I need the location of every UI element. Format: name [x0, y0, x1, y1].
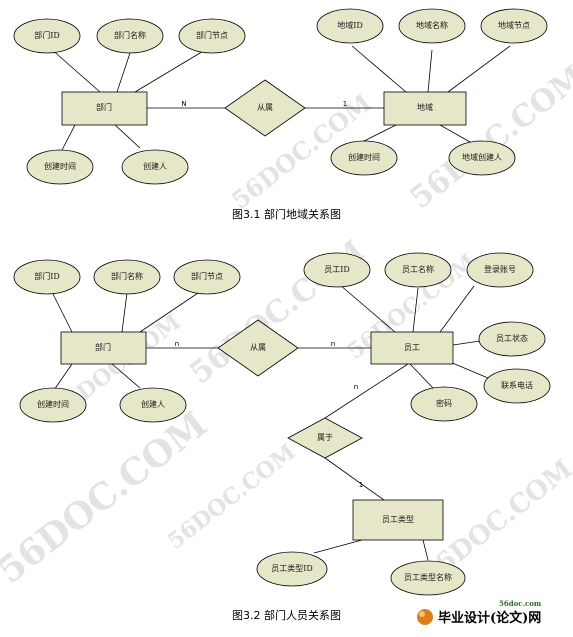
caption-figure-3-2: 图3.2 部门人员关系图	[232, 608, 341, 622]
relationship-belongs	[224, 79, 306, 137]
entity-label: 员工类型	[382, 514, 414, 524]
relationship-label: 从属	[257, 103, 273, 112]
attribute-dept-name	[93, 259, 161, 295]
attribute-label: 地域ID	[337, 20, 363, 30]
attribute-label: 部门节点	[196, 30, 228, 40]
attribute-phone	[483, 368, 551, 404]
diagram-1-labels: 部门ID 部门名称 部门节点 创建时间 创建人 部门 从属 地域 地域ID 地域…	[34, 20, 530, 171]
diagram-2-shapes	[13, 252, 551, 596]
attribute-emp-id	[303, 252, 371, 288]
entity-label: 地域	[417, 102, 433, 112]
entity-label: 部门	[96, 102, 112, 112]
attribute-label: 员工类型ID	[271, 563, 313, 573]
diagram-2-labels: 部门ID 部门名称 部门节点 创建时间 创建人 部门 从属 员工 员工ID 员工…	[34, 264, 533, 582]
attribute-label: 地域名称	[416, 20, 448, 30]
attribute-label: 创建时间	[348, 152, 380, 162]
attribute-password	[410, 386, 478, 422]
attribute-type-id	[256, 551, 328, 587]
entity-dept	[61, 91, 148, 126]
attribute-dept-created-time	[19, 387, 87, 423]
site-logo: 56doc.com 毕业设计(论文)网	[417, 599, 542, 626]
relationship-belongs	[217, 319, 299, 377]
attribute-label: 地域节点	[498, 20, 530, 30]
cardinality-label: n	[175, 340, 179, 348]
attribute-dept-id	[13, 259, 81, 295]
entity-region	[383, 91, 467, 126]
attribute-dept-created-time	[26, 149, 94, 185]
cardinality-label: n	[331, 340, 335, 348]
attribute-label: 部门ID	[34, 271, 60, 281]
attribute-label: 创建人	[141, 399, 165, 409]
attribute-label: 创建人	[143, 161, 167, 171]
diagram-2	[51, 284, 489, 561]
attribute-dept-creator	[121, 149, 189, 185]
attribute-region-name	[398, 8, 466, 44]
relationship-label: 属于	[317, 433, 333, 442]
logo-emblem-highlight	[419, 611, 425, 617]
attribute-dept-node	[178, 18, 246, 54]
diagram-1	[49, 45, 511, 151]
attribute-type-name	[390, 560, 466, 596]
attribute-region-id	[316, 8, 384, 44]
caption-figure-3-1: 图3.1 部门地域关系图	[232, 207, 341, 221]
cardinality-label: n	[354, 383, 358, 391]
logo-domain: 56doc.com	[499, 599, 542, 608]
attribute-label: 登录账号	[484, 264, 516, 274]
attribute-dept-name	[96, 18, 164, 54]
relationship-label: 从属	[250, 343, 266, 352]
diagram-1-shapes	[13, 8, 548, 185]
logo-emblem-icon	[417, 609, 433, 625]
entity-label: 员工	[404, 343, 420, 352]
attribute-label: 创建时间	[44, 161, 76, 171]
cardinality-label: 1	[343, 100, 347, 108]
logo-text: 毕业设计(论文)网	[438, 610, 541, 626]
attribute-dept-node	[173, 259, 241, 295]
attribute-label: 员工类型名称	[404, 572, 452, 582]
attribute-region-node	[480, 8, 548, 44]
attribute-dept-id	[13, 18, 81, 54]
cardinality-label: 1	[359, 481, 363, 489]
attribute-emp-status	[478, 321, 546, 357]
attribute-region-creator	[448, 140, 516, 176]
attribute-region-created-time	[330, 140, 398, 176]
attribute-label: 员工状态	[496, 333, 528, 343]
cardinality-label: N	[181, 100, 186, 108]
attribute-label: 部门名称	[114, 30, 146, 40]
attribute-dept-creator	[119, 387, 187, 423]
entity-employee-type	[352, 499, 444, 541]
attribute-label: 密码	[436, 398, 452, 408]
watermark-text: 56DOC.COM	[0, 403, 215, 592]
attribute-emp-name	[384, 252, 452, 288]
attribute-label: 地域创建人	[462, 152, 502, 162]
watermark-layer: 56DOC.COM 56DOC.COM 56DOC.COM 56DOC.COM …	[0, 59, 573, 592]
entity-employee	[370, 331, 454, 365]
relationship-of-type	[287, 417, 363, 459]
attribute-login-account	[466, 252, 534, 288]
entity-dept	[60, 331, 147, 365]
attribute-label: 员工ID	[324, 265, 350, 274]
attribute-label: 创建时间	[37, 399, 69, 409]
attribute-label: 部门ID	[34, 30, 60, 40]
attribute-label: 联系电话	[501, 380, 533, 390]
attribute-label: 部门名称	[111, 271, 143, 281]
attribute-label: 部门节点	[191, 271, 223, 281]
entity-label: 部门	[95, 342, 111, 352]
attribute-label: 员工名称	[402, 264, 434, 274]
